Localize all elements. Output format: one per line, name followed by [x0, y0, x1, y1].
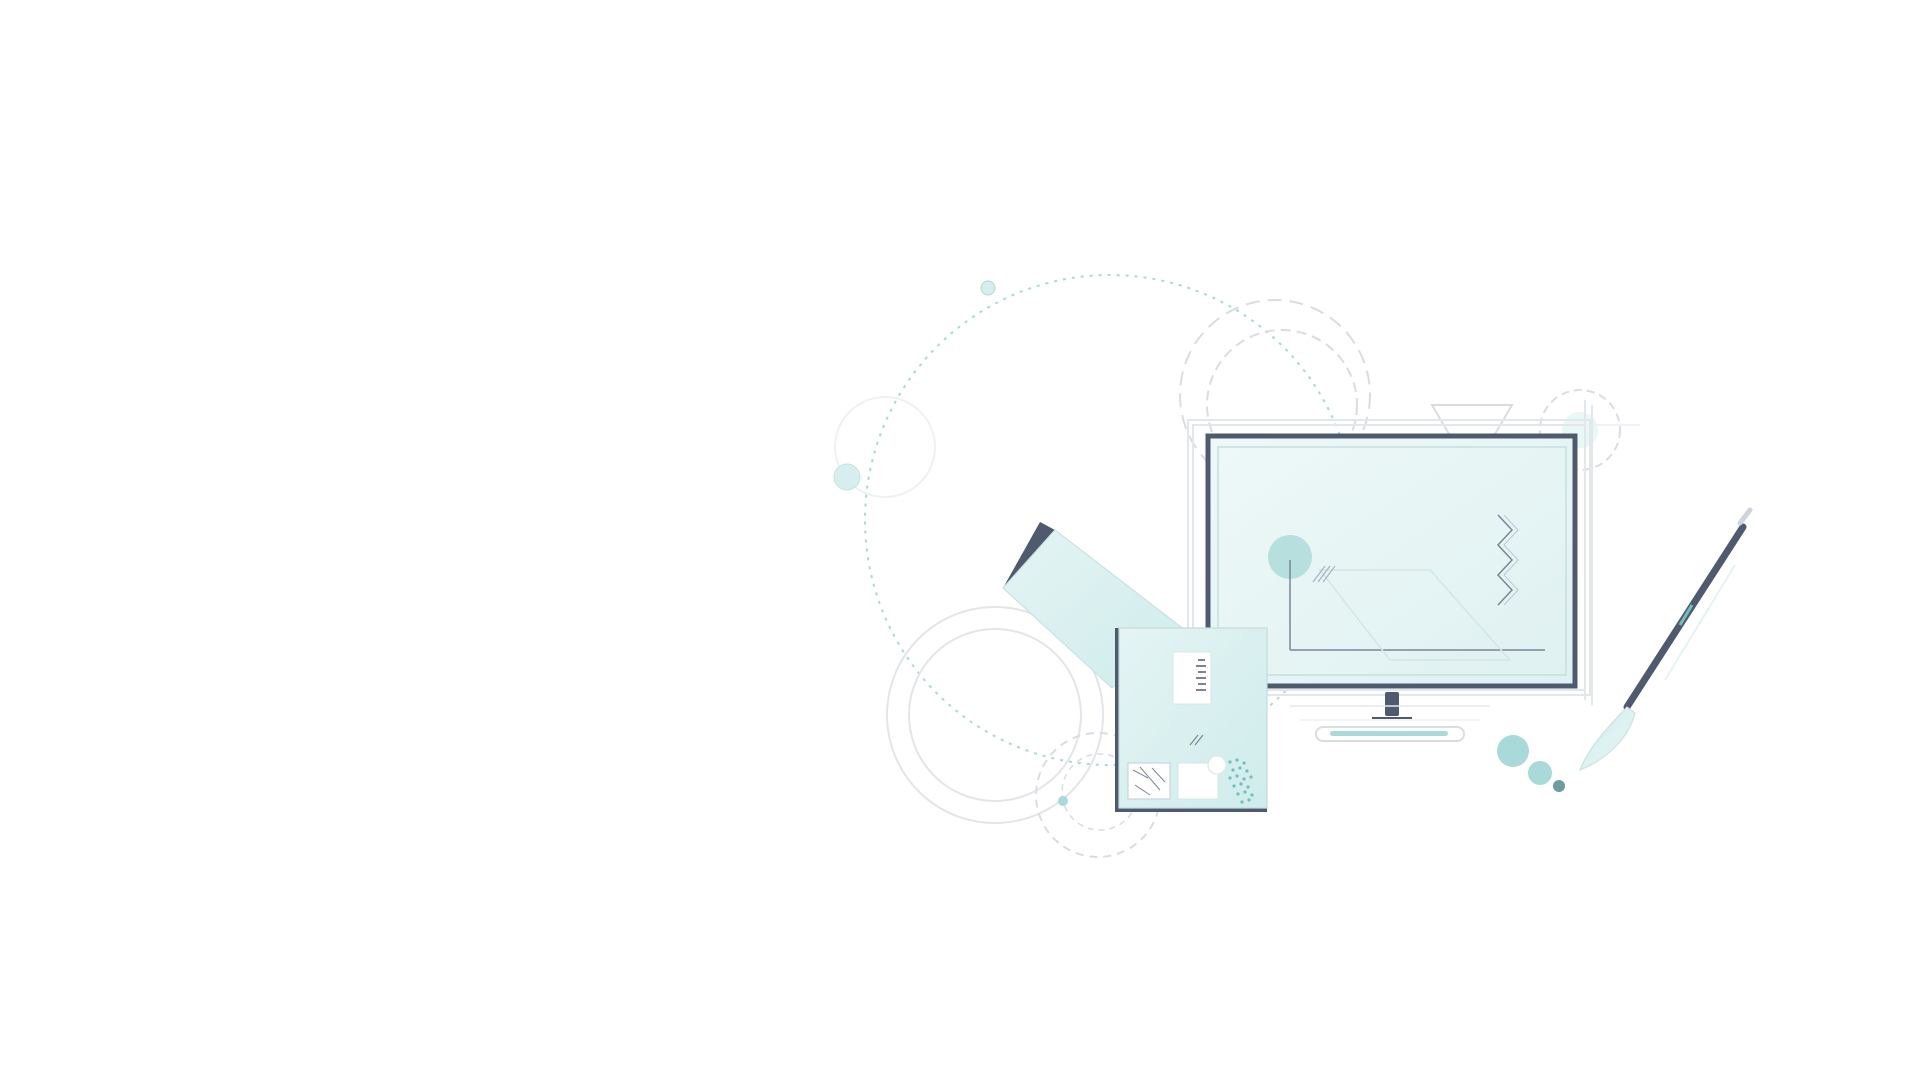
- dot-icon: [1058, 796, 1068, 806]
- ring-icon: [908, 628, 1082, 802]
- paintbrush-icon: [1578, 507, 1753, 772]
- ring-icon: [886, 606, 1104, 824]
- dashed-circle-icon: [1539, 389, 1621, 471]
- dot-icon: [1553, 780, 1565, 792]
- dot-icon: [833, 463, 861, 491]
- dot-icon: [1528, 761, 1552, 785]
- dashed-circle-icon: [1179, 299, 1371, 491]
- monitor-frame-lines: [1187, 400, 1593, 705]
- card-stack-icon: [1115, 627, 1268, 812]
- faint-circle-icon: [834, 396, 936, 498]
- dot-icon: [1497, 735, 1529, 767]
- dot-icon: [980, 280, 996, 296]
- monitor-icon: [1205, 433, 1578, 742]
